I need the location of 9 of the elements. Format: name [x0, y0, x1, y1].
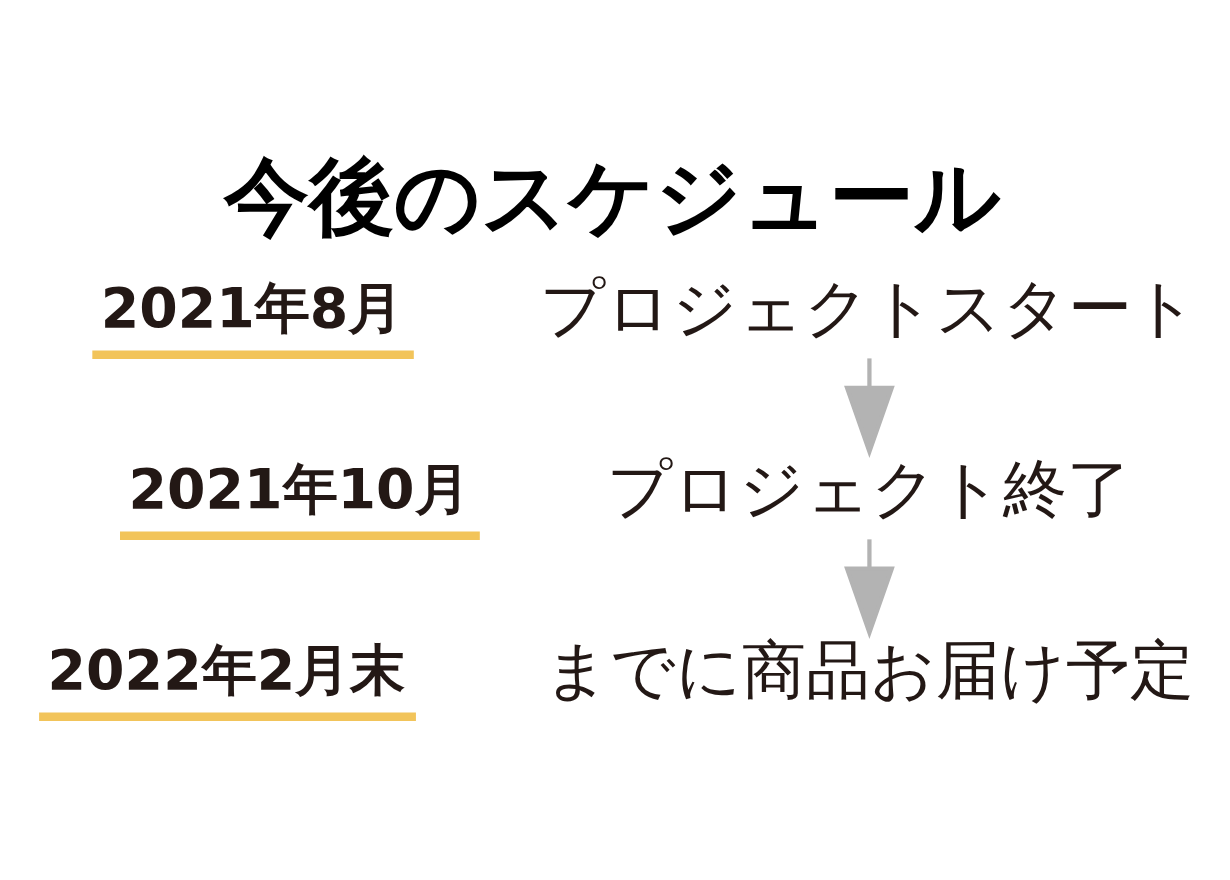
node-label: 2021年8月	[100, 275, 404, 340]
node-text: プロジェクトスタート	[540, 271, 1199, 346]
node-label: 2021年10月	[128, 456, 470, 521]
node-text: プロジェクト終了	[607, 452, 1132, 527]
node-text: までに商品お届け予定	[544, 633, 1195, 708]
arrow	[844, 358, 895, 459]
diagram-title: 今後のスケジュール	[224, 147, 1002, 247]
node-label: 2022年2月末	[47, 637, 406, 702]
arrow	[844, 539, 895, 640]
